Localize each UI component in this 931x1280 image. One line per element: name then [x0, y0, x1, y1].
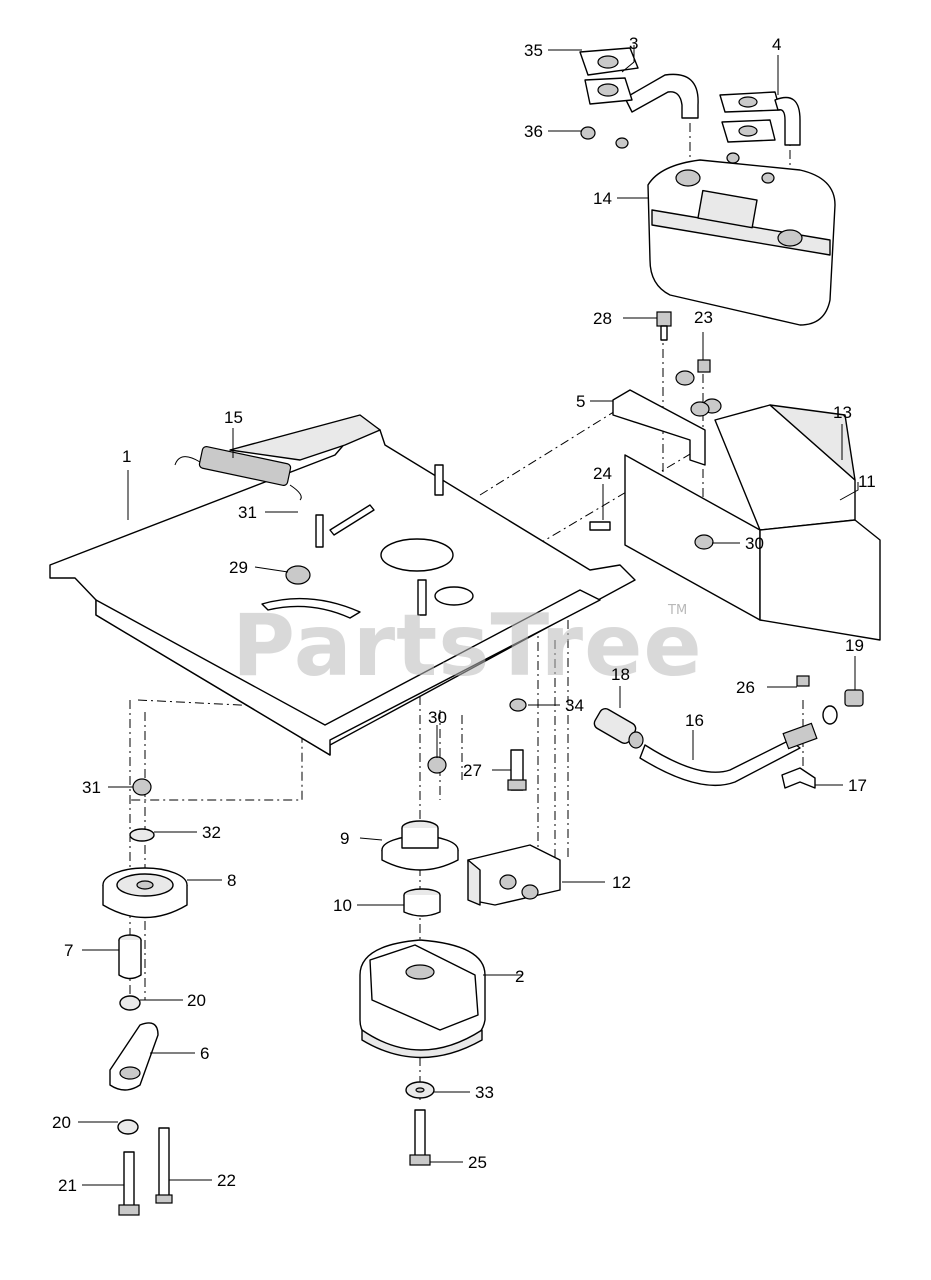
- flange-nut-29: [285, 565, 311, 585]
- callout-31-lower: 31: [82, 778, 101, 797]
- bushing-20-lower: [117, 1119, 139, 1135]
- callout-labels: 1 2 3 4 5 6 7 8 9 10 11 12 13 14 15 16 1…: [52, 34, 876, 1195]
- watermark: PartsTree TM: [232, 596, 703, 696]
- callout-24: 24: [593, 464, 612, 483]
- callout-11: 11: [858, 472, 876, 491]
- callout-7: 7: [64, 941, 73, 960]
- idler-arm-6: [109, 1022, 159, 1091]
- callout-8: 8: [227, 871, 236, 890]
- spacer-10: [403, 888, 441, 917]
- watermark-text: PartsTree: [232, 596, 703, 696]
- idler-pulley-8: [102, 867, 188, 919]
- callout-20-upper: 20: [187, 991, 206, 1010]
- callout-1: 1: [122, 447, 131, 466]
- callout-leaders: [78, 45, 859, 1186]
- callout-12: 12: [612, 873, 631, 892]
- callout-28: 28: [593, 309, 612, 328]
- bolt-22: [155, 1127, 173, 1204]
- callout-2: 2: [515, 967, 524, 986]
- exhaust-pipe-4: [719, 91, 801, 146]
- callout-18: 18: [611, 665, 630, 684]
- callout-25: 25: [468, 1153, 487, 1172]
- callout-5: 5: [576, 392, 585, 411]
- callout-27: 27: [463, 761, 482, 780]
- base-plate: [49, 414, 636, 756]
- callout-20-lower: 20: [52, 1113, 71, 1132]
- washer-32: [129, 828, 155, 842]
- callout-19: 19: [845, 636, 864, 655]
- callout-32: 32: [202, 823, 221, 842]
- muffler: [647, 159, 836, 326]
- callout-9: 9: [340, 829, 349, 848]
- callout-34: 34: [565, 696, 584, 715]
- callout-23: 23: [694, 308, 713, 327]
- washer-33: [405, 1081, 435, 1099]
- callout-29: 29: [229, 558, 248, 577]
- heat-shield: [612, 389, 881, 641]
- callout-36: 36: [524, 122, 543, 141]
- callout-22: 22: [217, 1171, 236, 1190]
- callout-6: 6: [200, 1044, 209, 1063]
- callout-35: 35: [524, 41, 543, 60]
- bushing-7: [118, 934, 142, 980]
- callout-21: 21: [58, 1176, 77, 1195]
- bolt-21: [118, 1151, 140, 1216]
- callout-4: 4: [772, 35, 781, 54]
- callout-14: 14: [593, 189, 612, 208]
- bolts-23-28-24: [589, 311, 722, 550]
- bushing-20-upper: [119, 995, 141, 1011]
- exhaust-pipe-3: [579, 47, 699, 119]
- callout-33: 33: [475, 1083, 494, 1102]
- callout-10: 10: [333, 896, 352, 915]
- callout-26: 26: [736, 678, 755, 697]
- fuel-line: [593, 675, 864, 789]
- callout-30-center: 30: [428, 708, 447, 727]
- callout-30-right: 30: [745, 534, 764, 553]
- callout-16: 16: [685, 711, 704, 730]
- exhaust-nuts: [580, 126, 775, 184]
- electric-clutch: [359, 939, 486, 1059]
- bolt-25: [409, 1109, 431, 1166]
- pulley-9: [381, 820, 459, 871]
- callout-17: 17: [848, 776, 867, 795]
- clutch-bracket: [467, 844, 561, 906]
- extension-spring: [174, 446, 302, 501]
- watermark-trademark: TM: [667, 603, 687, 618]
- callout-3: 3: [629, 34, 638, 53]
- callout-31-upper: 31: [238, 503, 257, 522]
- callout-13: 13: [833, 403, 852, 422]
- callout-15: 15: [224, 408, 243, 427]
- nut-31: [132, 778, 152, 796]
